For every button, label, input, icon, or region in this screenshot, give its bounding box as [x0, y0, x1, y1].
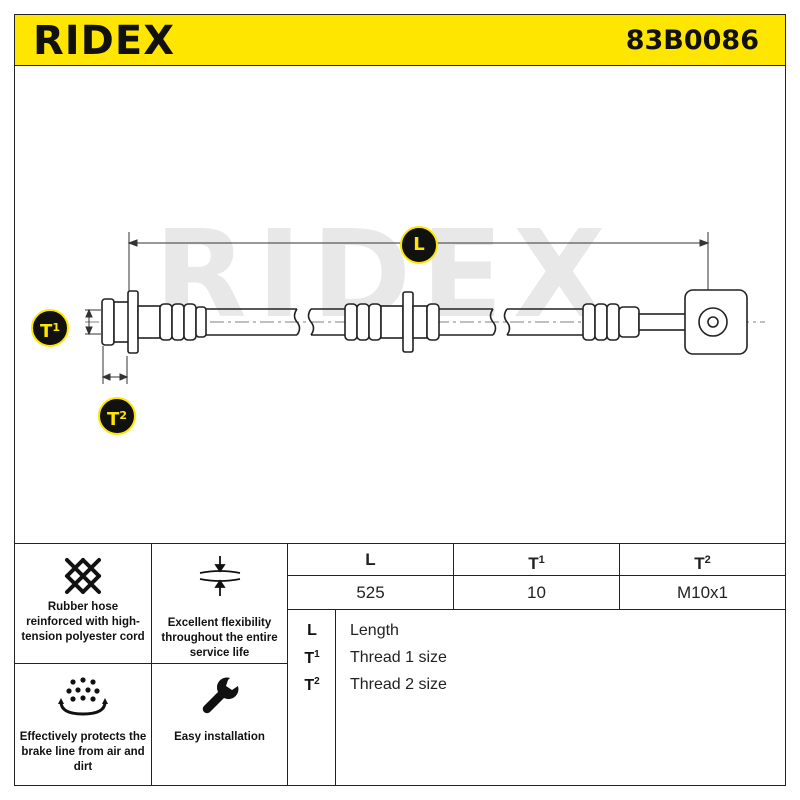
brand-logo: RIDEX	[33, 18, 176, 64]
t1-badge-index: 1	[52, 321, 60, 334]
spec-header-l: L	[288, 544, 454, 576]
legend-symbol-t2: T2	[288, 676, 336, 695]
feature-rubber-hose-label: Rubber hose reinforced with high-tension…	[21, 601, 145, 643]
legend-desc-t2: Thread 2 size	[350, 676, 447, 693]
spec-header-t1: T1	[454, 544, 620, 576]
legend-t1-index: 1	[314, 649, 320, 660]
legend-t2-letter: T	[304, 677, 315, 694]
hose-drawing-svg: RIDEX	[85, 206, 765, 384]
spec-header-t2-index: 2	[704, 554, 711, 566]
wrench-icon	[202, 677, 239, 714]
dimension-t2-line	[101, 346, 129, 384]
mesh-icon	[65, 558, 101, 594]
t2-badge-index: 2	[119, 409, 127, 422]
legend-desc-l: Length	[350, 622, 399, 639]
legend-symbol-l: L	[307, 622, 317, 639]
feature-protection: Effectively protects the brake line from…	[15, 664, 152, 785]
spec-header-t1-index: 1	[538, 554, 545, 566]
header-bar: RIDEX 83B0086	[14, 14, 786, 66]
flexibility-icon	[199, 556, 241, 596]
t1-badge-letter: T	[40, 321, 53, 342]
dimension-t1-badge: T1	[31, 309, 69, 347]
spec-header-t1-letter: T	[528, 554, 539, 573]
spec-header-l-letter: L	[365, 550, 376, 569]
spec-value-l: 525	[288, 576, 454, 610]
feature-rubber-hose: Rubber hose reinforced with high-tension…	[15, 544, 152, 663]
legend: L Length T1 Thread 1 size T2 Thread 2 si…	[288, 610, 785, 785]
dimension-t1-line	[85, 308, 101, 336]
legend-t1-letter: T	[304, 650, 315, 667]
legend-t2-index: 2	[314, 676, 320, 687]
feature-flexibility: Excellent flexibility throughout the ent…	[152, 544, 288, 663]
part-number: 83B0086	[625, 25, 759, 56]
legend-row-t2: T2 Thread 2 size	[288, 676, 785, 702]
legend-row-t1: T1 Thread 1 size	[288, 649, 785, 675]
dimension-l-badge: L	[400, 226, 438, 264]
shield-dots-icon	[58, 677, 108, 716]
spec-value-t1: 10	[454, 576, 620, 610]
spec-header-t2-letter: T	[694, 554, 705, 573]
dimension-t2-badge: T2	[98, 397, 136, 435]
spec-header-t2: T2	[620, 544, 785, 576]
spec-table: L T1 T2 525 10 M10x1	[288, 544, 785, 610]
legend-row-l: L Length	[288, 622, 785, 648]
spec-value-t2: M10x1	[620, 576, 785, 610]
feature-installation: Easy installation	[152, 664, 288, 785]
legend-symbol-t1: T1	[288, 649, 336, 668]
t2-badge-letter: T	[107, 409, 120, 430]
feature-installation-label: Easy installation	[174, 731, 265, 743]
info-panel: Rubber hose reinforced with high-tension…	[14, 543, 786, 786]
brake-hose	[101, 289, 748, 355]
feature-protection-label: Effectively protects the brake line from…	[19, 731, 147, 773]
technical-drawing: RIDEX	[14, 66, 786, 544]
feature-divider	[15, 663, 288, 664]
legend-symbol-column	[288, 610, 336, 785]
l-badge-letter: L	[413, 234, 425, 255]
legend-desc-t1: Thread 1 size	[350, 649, 447, 666]
feature-flexibility-label: Excellent flexibility throughout the ent…	[161, 617, 278, 659]
